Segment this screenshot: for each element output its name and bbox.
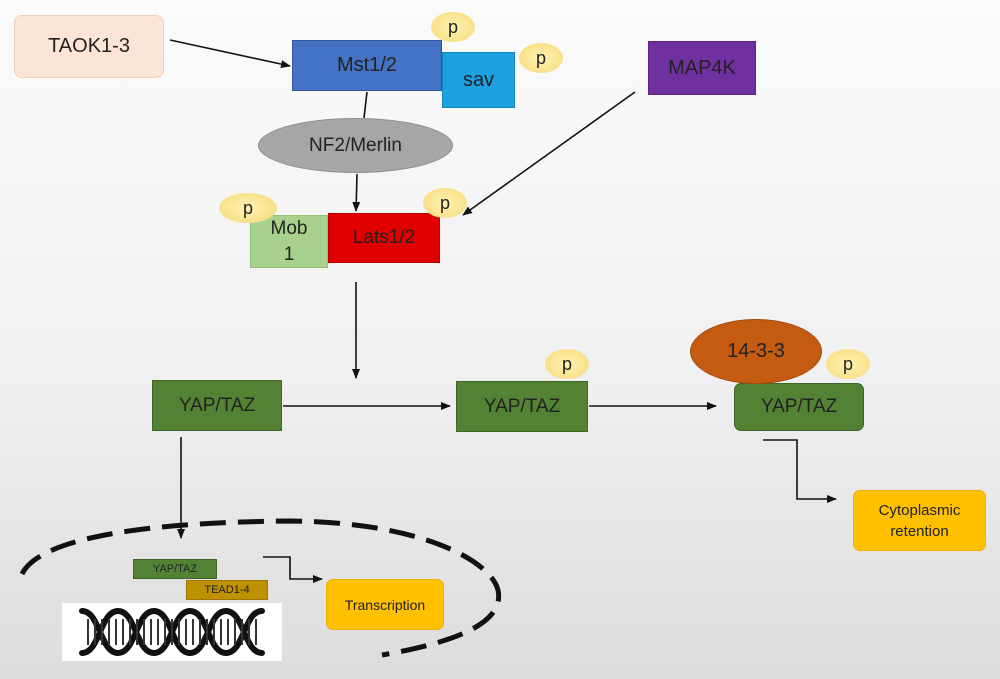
- arrow-to-transcription: [263, 556, 323, 583]
- tead-node: TEAD1-4: [186, 580, 268, 600]
- phosphate-mob: p: [219, 193, 277, 223]
- cytoplasmic-label-line2: retention: [890, 522, 949, 540]
- nuclear-yap-taz-label: YAP/TAZ: [152, 563, 198, 575]
- mob-label-line1: Mob: [270, 217, 308, 239]
- arrow-nf2-to-lats: [352, 173, 361, 212]
- protein-14-3-3-label: 14-3-3: [727, 340, 785, 362]
- cytoplasmic-retention-box: Cytoplasmic retention: [853, 490, 986, 551]
- taok-label: TAOK1-3: [48, 35, 130, 57]
- lats-node: Lats1/2: [328, 213, 440, 263]
- lats-label: Lats1/2: [352, 227, 416, 248]
- phosphate-yap-taz: p: [545, 349, 589, 379]
- arrow-to-cytoplasmic-retention: [763, 439, 837, 503]
- nucleus-boundary: [19, 518, 502, 658]
- sav-node: sav: [442, 52, 515, 108]
- mob-node: Mob 1: [250, 215, 328, 268]
- map4k-label: MAP4K: [668, 56, 736, 79]
- mst-label: Mst1/2: [336, 54, 398, 76]
- map4k-node: MAP4K: [648, 41, 756, 95]
- tead-label: TEAD1-4: [204, 584, 250, 596]
- nf2-label: NF2/Merlin: [309, 134, 402, 156]
- phospho-yap-taz-node: YAP/TAZ: [456, 381, 588, 432]
- mob-label-line2: 1: [283, 243, 295, 265]
- mst-node: Mst1/2: [292, 40, 442, 91]
- arrow-map4k-to-lats: [462, 91, 636, 216]
- link-mst-to-nf2: [363, 91, 368, 119]
- dna-helix-icon: [62, 603, 282, 661]
- transcription-label: Transcription: [344, 596, 426, 613]
- sav-label: sav: [462, 68, 495, 91]
- phosphate-bound-yap-taz: p: [826, 349, 870, 379]
- yap-taz-node: YAP/TAZ: [152, 380, 282, 431]
- phosphate-sav: p: [519, 43, 563, 73]
- protein-14-3-3-node: 14-3-3: [690, 319, 822, 384]
- bound-yap-taz-label: YAP/TAZ: [760, 396, 838, 417]
- arrow-taok-to-mst: [169, 39, 291, 69]
- nf2-node: NF2/Merlin: [258, 118, 453, 173]
- yap-taz-label: YAP/TAZ: [178, 394, 256, 416]
- phosphate-mst: p: [431, 12, 475, 42]
- bound-yap-taz-node: YAP/TAZ: [734, 383, 864, 431]
- transcription-box: Transcription: [326, 579, 444, 630]
- phosphate-lats: p: [423, 188, 467, 218]
- taok-node: TAOK1-3: [14, 15, 164, 78]
- phospho-yap-taz-label: YAP/TAZ: [483, 395, 561, 417]
- cytoplasmic-label-line1: Cytoplasmic: [878, 501, 961, 519]
- nuclear-yap-taz-node: YAP/TAZ: [133, 559, 217, 579]
